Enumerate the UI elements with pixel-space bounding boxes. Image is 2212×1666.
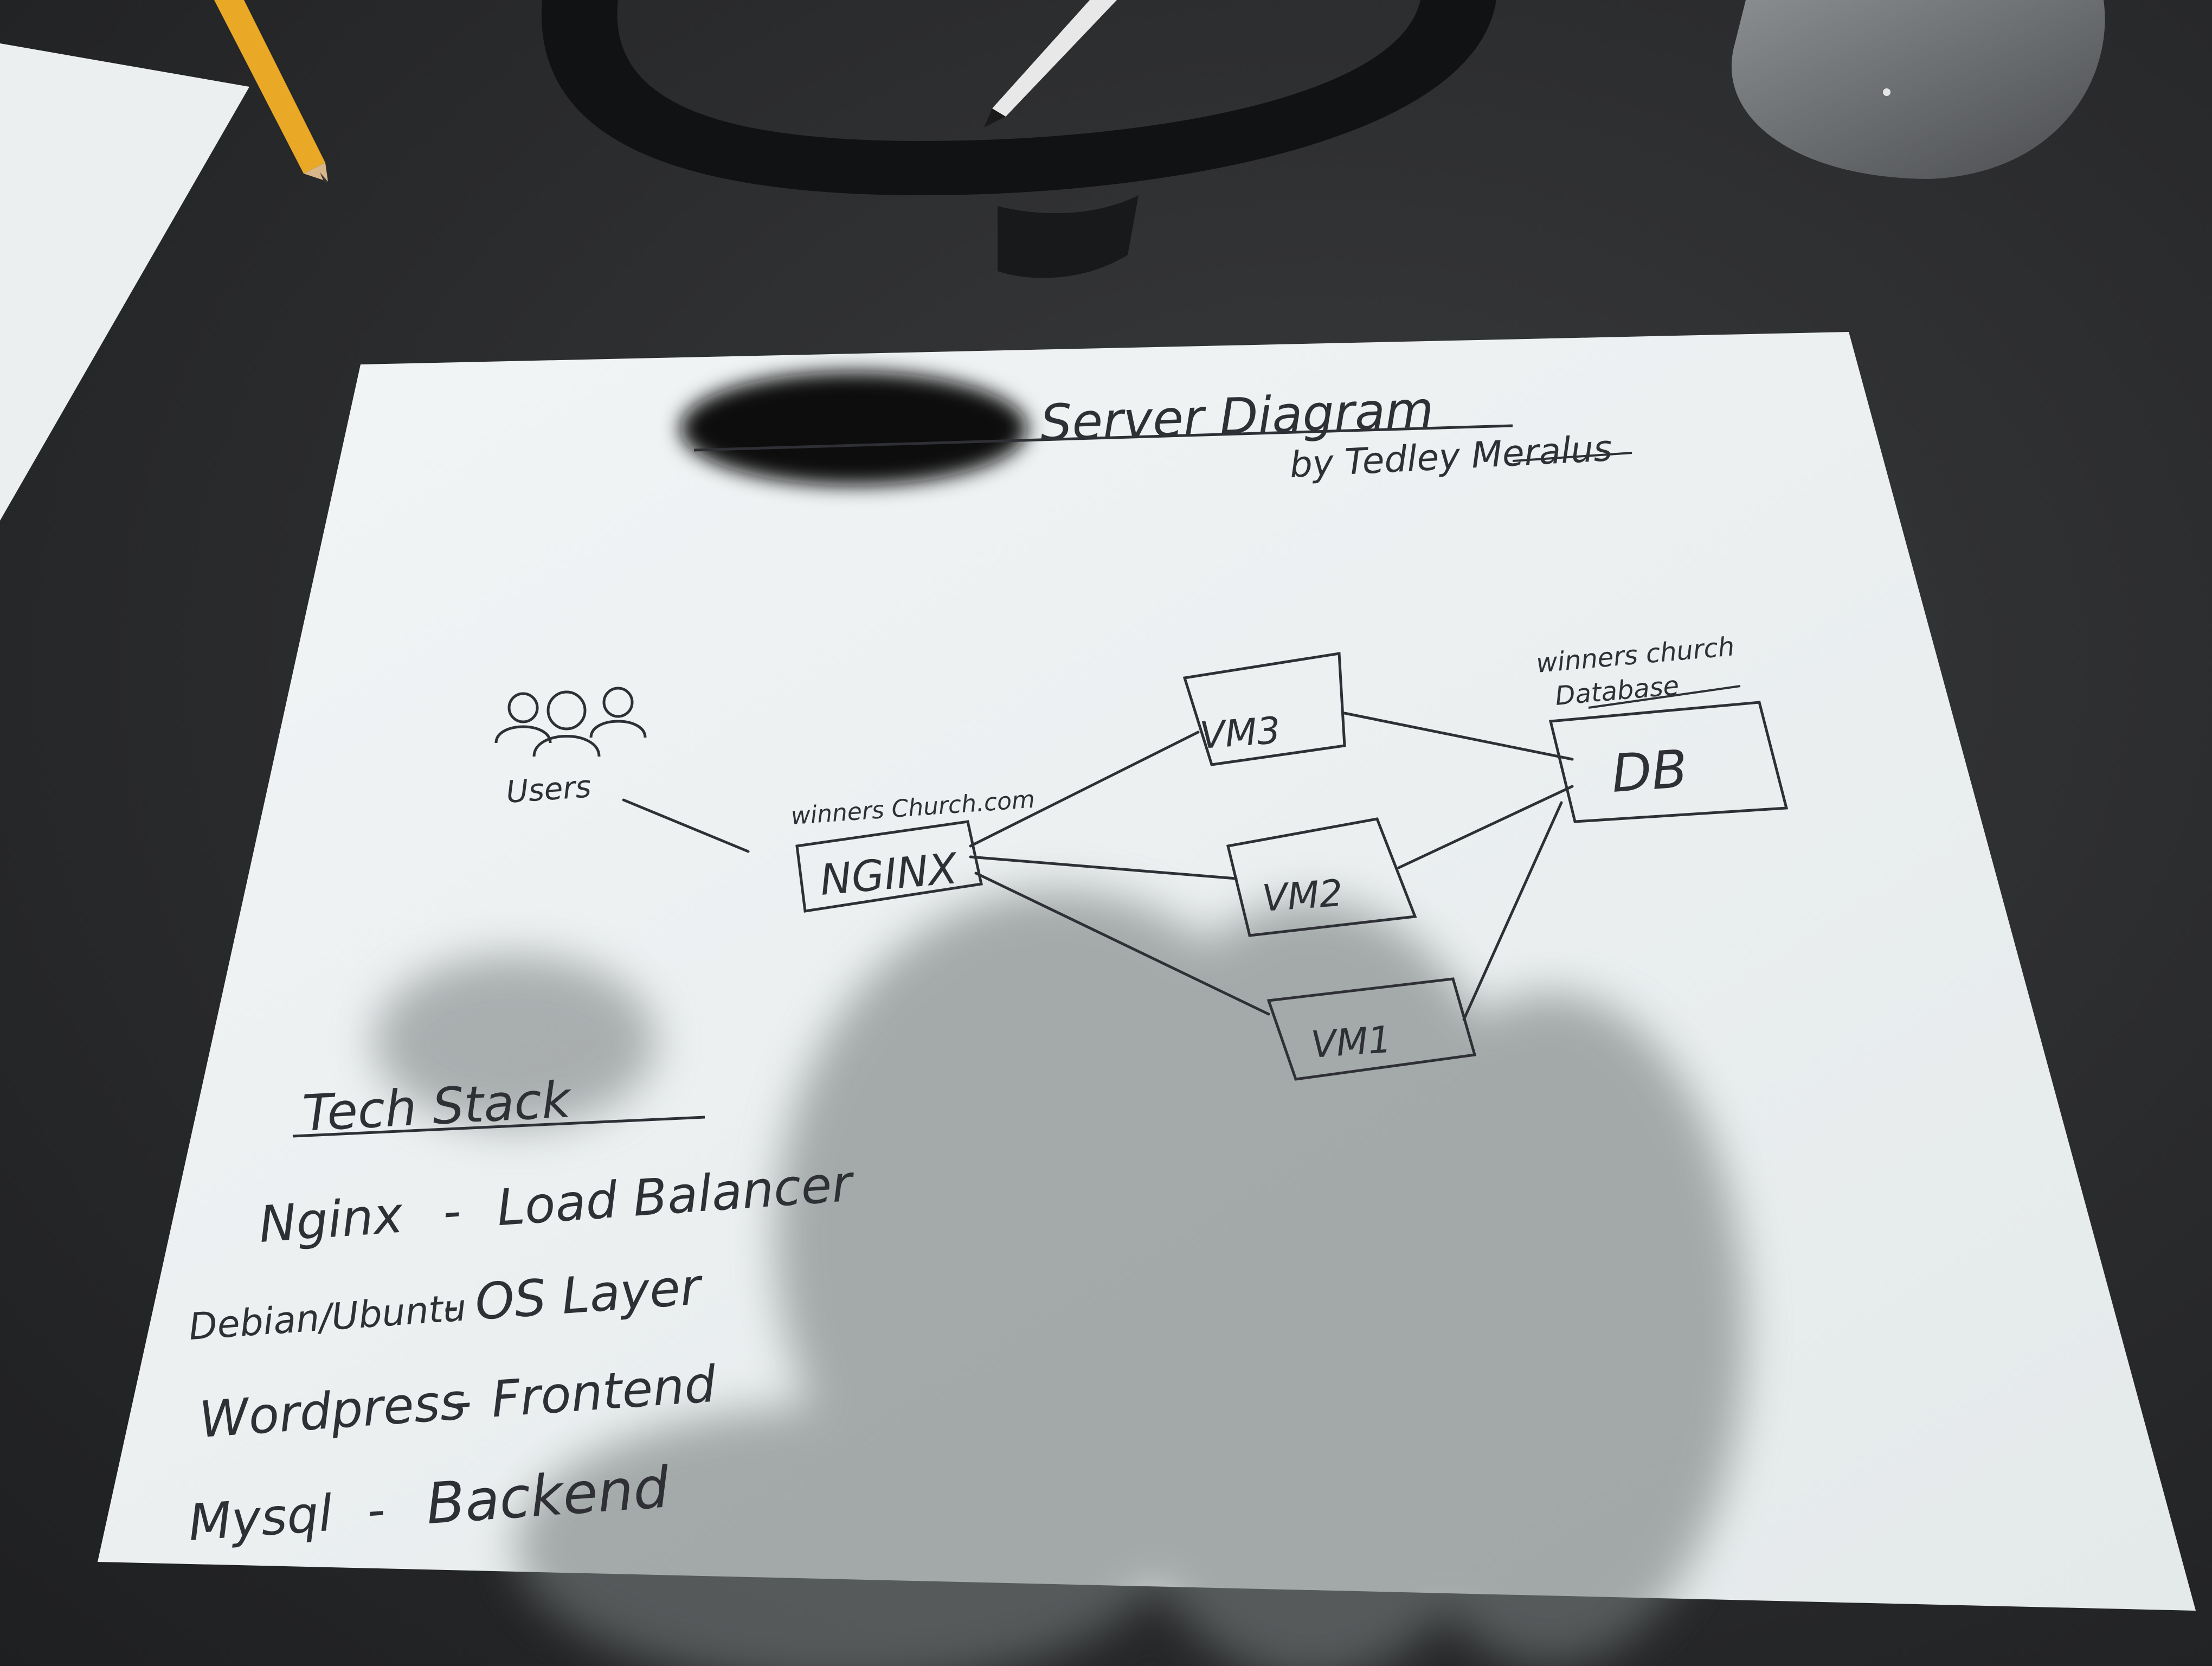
tech-separator: -	[452, 1372, 474, 1431]
connections	[622, 712, 1574, 1021]
paper-sheet	[98, 332, 2196, 1666]
link-nginx-vm3	[969, 731, 1200, 848]
link-vm2-db	[1397, 785, 1574, 869]
tech-stack-underline	[292, 1116, 705, 1138]
pen-icon	[984, 0, 1117, 127]
tech-name: Mysql	[187, 1484, 335, 1552]
diagram-title: Server Diagram	[1039, 381, 1435, 452]
db-label: DB	[1610, 738, 1689, 804]
vm2-label: VM2	[1261, 872, 1345, 920]
link-nginx-vm2	[969, 855, 1238, 880]
tech-separator: -	[441, 1182, 463, 1241]
link-vm1-db	[1462, 801, 1563, 1021]
tech-stack-item: Mysql - Backend	[187, 1454, 672, 1552]
headset-icon	[541, 0, 1496, 278]
nginx-node: NGINX	[795, 820, 983, 913]
author-underline	[1512, 452, 1632, 462]
redaction-blob	[680, 371, 1027, 485]
link-vm3-db	[1343, 712, 1574, 761]
mouse-icon	[1731, 0, 2105, 179]
vm2-node: VM2	[1226, 817, 1417, 937]
vm1-label: VM1	[1310, 1018, 1393, 1067]
title-underline	[693, 424, 1513, 452]
db-caption-underline	[1588, 685, 1741, 709]
link-nginx-vm1	[974, 872, 1270, 1016]
tech-separator: -	[441, 1280, 460, 1332]
vm3-node: VM3	[1182, 652, 1346, 766]
users-label: Users	[505, 769, 592, 810]
pencil-icon	[214, 0, 328, 182]
link-users-nginx	[622, 798, 750, 853]
tech-name: Nginx	[257, 1186, 406, 1254]
vm1-node: VM1	[1266, 977, 1477, 1081]
vm3-label: VM3	[1199, 709, 1282, 758]
tech-separator: -	[365, 1481, 387, 1540]
db-node: DB	[1548, 701, 1789, 823]
left-paper-sheet	[0, 43, 249, 521]
nginx-label: NGINX	[818, 844, 960, 905]
users-icon	[494, 687, 647, 757]
